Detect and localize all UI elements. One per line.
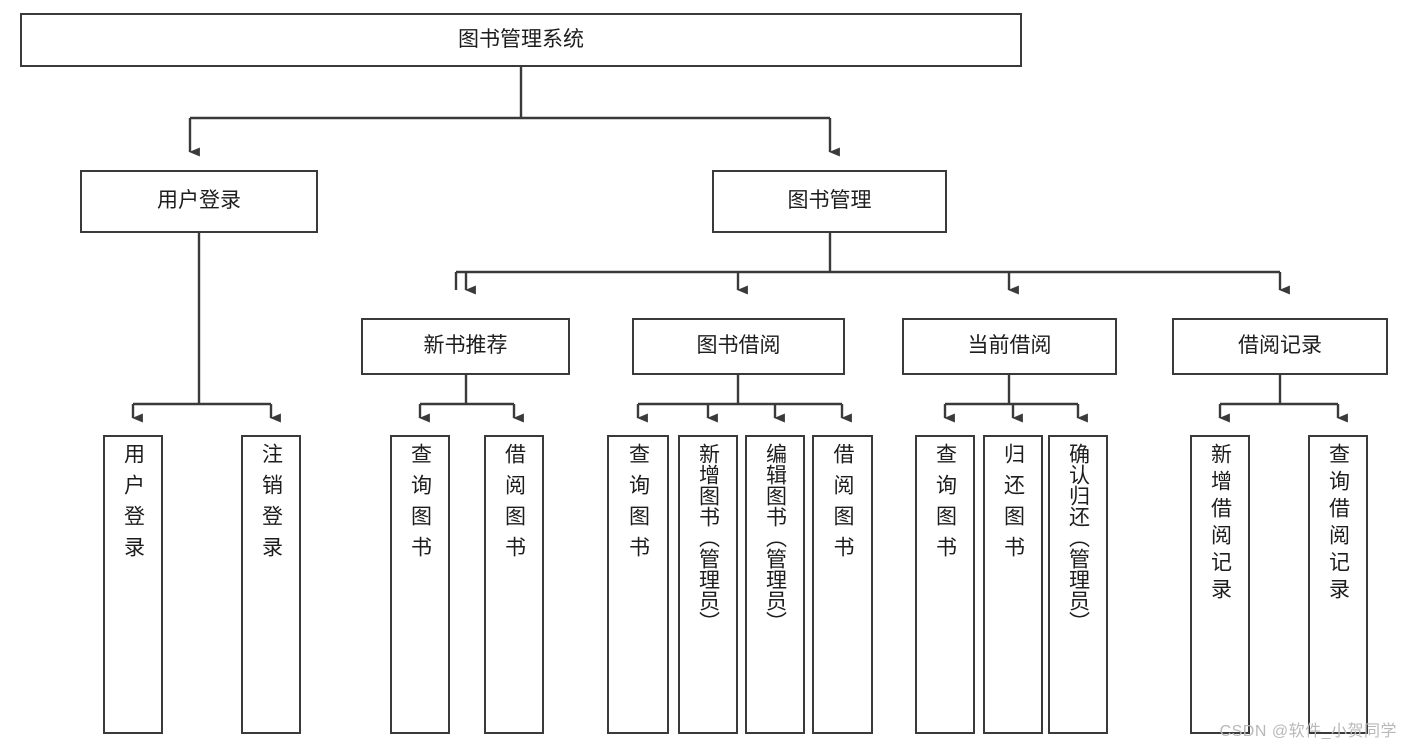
node-leaf-user-login[interactable]: 用户登录: [103, 435, 163, 734]
node-label-current-borrow: 当前借阅: [967, 334, 1052, 358]
node-borrow-record[interactable]: 借阅记录: [1172, 318, 1388, 375]
watermark: CSDN @软件_小贺同学: [1219, 723, 1397, 740]
node-label-leaf-confirm-return: 确认归还（管理员）: [1066, 443, 1090, 632]
node-label-leaf-borrow-book: 借阅图书: [831, 443, 854, 567]
node-label-book-borrow: 图书借阅: [696, 334, 781, 358]
node-leaf-query-record[interactable]: 查询借阅记录: [1308, 435, 1368, 734]
node-leaf-borrow-book[interactable]: 借阅图书: [812, 435, 873, 734]
node-leaf-add-book[interactable]: 新增图书（管理员）: [678, 435, 738, 734]
node-label-leaf-edit-book: 编辑图书（管理员）: [763, 443, 787, 632]
node-leaf-logout[interactable]: 注销登录: [241, 435, 301, 734]
node-leaf-query-book-cur[interactable]: 查询图书: [915, 435, 975, 734]
node-leaf-confirm-return[interactable]: 确认归还（管理员）: [1048, 435, 1108, 734]
node-label-borrow-record: 借阅记录: [1238, 334, 1322, 358]
node-label-leaf-return-book: 归还图书: [1001, 443, 1025, 567]
node-label-leaf-query-book-rec: 查询图书: [408, 443, 432, 567]
node-label-new-book-rec: 新书推荐: [423, 334, 508, 358]
node-book-borrow[interactable]: 图书借阅: [632, 318, 845, 375]
node-label-leaf-logout: 注销登录: [259, 443, 283, 567]
node-book-manage[interactable]: 图书管理: [712, 170, 947, 233]
node-label-leaf-query-record: 查询借阅记录: [1326, 443, 1350, 605]
node-leaf-query-book[interactable]: 查询图书: [607, 435, 669, 734]
node-leaf-borrow-book-rec[interactable]: 借阅图书: [484, 435, 544, 734]
node-leaf-edit-book[interactable]: 编辑图书（管理员）: [745, 435, 805, 734]
node-label-leaf-query-book: 查询图书: [626, 443, 650, 567]
node-label-root: 图书管理系统: [458, 27, 584, 51]
node-root[interactable]: 图书管理系统: [20, 13, 1022, 67]
node-leaf-return-book[interactable]: 归还图书: [983, 435, 1043, 734]
node-user-login[interactable]: 用户登录: [80, 170, 318, 233]
node-label-user-login: 用户登录: [157, 189, 241, 213]
node-leaf-query-book-rec[interactable]: 查询图书: [390, 435, 450, 734]
node-label-leaf-add-book: 新增图书（管理员）: [696, 443, 720, 632]
node-label-leaf-add-record: 新增借阅记录: [1208, 443, 1232, 605]
node-leaf-add-record[interactable]: 新增借阅记录: [1190, 435, 1250, 734]
node-label-leaf-borrow-book-rec: 借阅图书: [502, 443, 526, 567]
node-new-book-rec[interactable]: 新书推荐: [361, 318, 570, 375]
node-label-book-manage: 图书管理: [787, 189, 872, 213]
node-current-borrow[interactable]: 当前借阅: [902, 318, 1117, 375]
node-label-leaf-user-login: 用户登录: [121, 443, 145, 567]
node-label-leaf-query-book-cur: 查询图书: [933, 443, 957, 567]
